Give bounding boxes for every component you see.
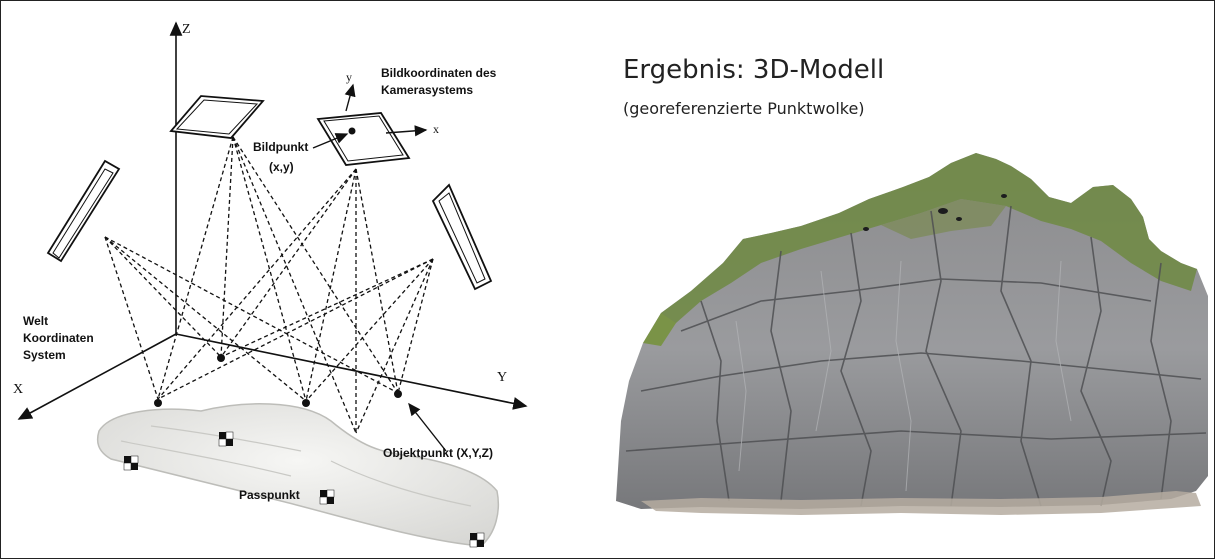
projection-rays	[104, 136, 434, 434]
y-axis	[175, 333, 528, 410]
camera-local-axes	[344, 83, 428, 137]
image-coords-label-2: Kamerasystems	[381, 83, 473, 97]
target-icon	[218, 431, 234, 447]
control-point-label: Passpunkt	[239, 488, 300, 502]
world-label-3: System	[23, 348, 66, 362]
world-label-2: Koordinaten	[23, 331, 94, 345]
camera-top	[169, 95, 265, 139]
object-points	[154, 354, 402, 407]
image-point-label-1: Bildpunkt	[253, 140, 308, 154]
camera-left	[46, 159, 121, 263]
image-point-label-2: (x,y)	[269, 160, 294, 174]
world-axes	[17, 21, 528, 420]
control-point-targets	[123, 431, 485, 548]
x-axis	[17, 333, 177, 420]
target-icon	[123, 455, 139, 471]
point-cloud-rock-model	[616, 153, 1208, 515]
axis-label-y: Y	[497, 370, 507, 385]
object-point-label: Objektpunkt (X,Y,Z)	[383, 446, 493, 460]
axis-label-x: X	[13, 382, 23, 397]
result-title: Ergebnis: 3D-Modell	[623, 55, 885, 85]
camera-right	[431, 183, 493, 291]
terrain-surface	[96, 403, 500, 547]
target-icon	[319, 489, 335, 505]
object-point-arrow	[408, 402, 447, 452]
camera-right-top	[316, 112, 411, 166]
result-subtitle: (georeferenzierte Punktwolke)	[623, 99, 865, 118]
image-coords-label-1: Bildkoordinaten des	[381, 66, 497, 80]
image-point-arrow	[312, 133, 349, 149]
camera-axis-label-y: y	[346, 70, 352, 84]
image-point-marker	[348, 127, 356, 135]
axis-label-z: Z	[182, 22, 191, 37]
camera-axis-label-x: x	[433, 122, 439, 136]
target-icon	[469, 532, 485, 548]
world-label-1: Welt	[23, 314, 48, 328]
